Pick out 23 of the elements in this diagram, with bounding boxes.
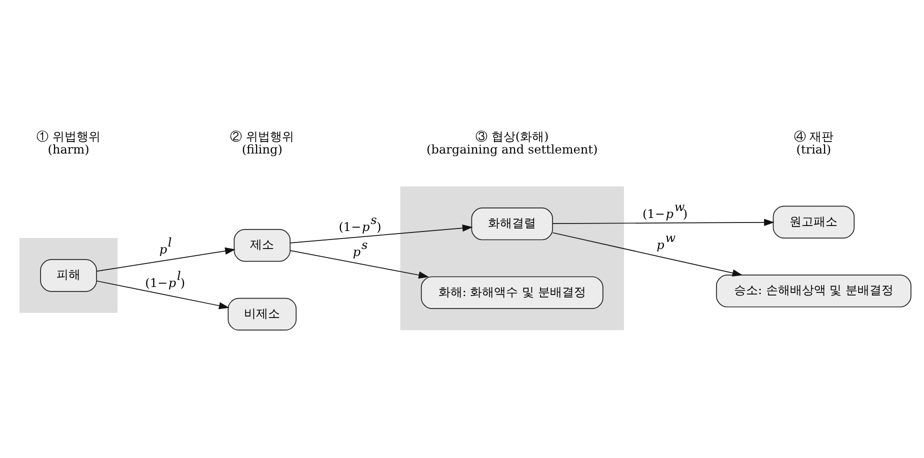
arrow bbox=[552, 218, 774, 226]
node-box: 제소 bbox=[234, 229, 291, 262]
node-box: 화해: 화해액수 및 분배결정 bbox=[420, 276, 604, 310]
arrow bbox=[96, 247, 236, 272]
arrow bbox=[96, 280, 230, 310]
label: ③ 협상(화해) bbox=[476, 130, 549, 144]
label: (trial) bbox=[796, 142, 832, 156]
label: ④ 재판 bbox=[794, 130, 834, 144]
label: ② 위법행위 bbox=[230, 130, 294, 144]
label: (harm) bbox=[48, 142, 90, 156]
node-box: 피해 bbox=[40, 259, 97, 292]
label: ① 위법행위 bbox=[36, 130, 100, 144]
label: (filing) bbox=[242, 142, 282, 156]
node-box: 승소: 손해배상액 및 분배결정 bbox=[716, 274, 912, 308]
arrow bbox=[290, 224, 473, 244]
arrow bbox=[290, 250, 429, 279]
cluster bbox=[20, 238, 118, 313]
node-box: 비제소 bbox=[228, 298, 297, 331]
cluster bbox=[400, 186, 624, 330]
node-box: 원고패소 bbox=[772, 206, 855, 238]
arrow bbox=[552, 232, 743, 277]
node-box: 화해결렬 bbox=[471, 207, 553, 240]
label: (bargaining and settlement) bbox=[426, 142, 598, 156]
